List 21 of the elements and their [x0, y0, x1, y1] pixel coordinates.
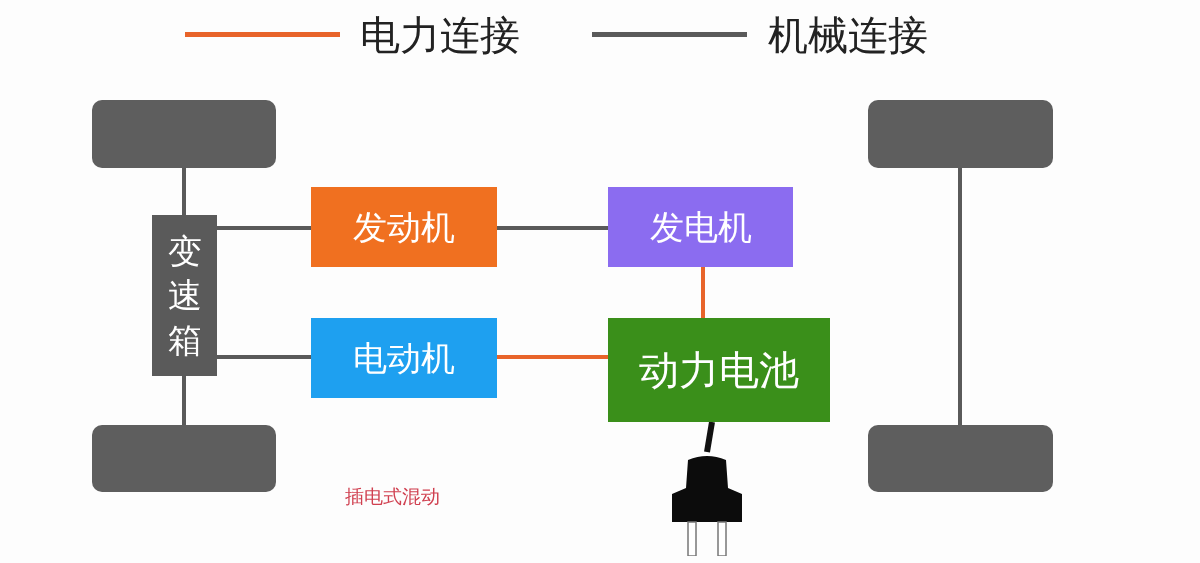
legend-label: 电力连接: [360, 11, 520, 60]
connector-line: [182, 168, 186, 215]
wheel: [92, 425, 276, 492]
connector-line: [704, 421, 715, 453]
legend-label: 机械连接: [768, 11, 928, 60]
connector-line: [217, 355, 311, 359]
connector-line: [182, 376, 186, 425]
wheel: [868, 100, 1053, 168]
connector-line: [217, 226, 311, 230]
engine-box: 发动机: [311, 187, 497, 267]
generator-box: 发电机: [608, 187, 793, 267]
battery-box: 动力电池: [608, 318, 830, 422]
caption-note: 插电式混动: [345, 484, 440, 509]
wheel: [92, 100, 276, 168]
connector-line: [701, 267, 705, 318]
connector-line: [958, 168, 962, 425]
wheel: [868, 425, 1053, 492]
gearbox-box: 变速箱: [152, 215, 217, 376]
connector-line: [497, 355, 608, 359]
connector-line: [497, 226, 608, 230]
motor-box: 电动机: [311, 318, 497, 398]
